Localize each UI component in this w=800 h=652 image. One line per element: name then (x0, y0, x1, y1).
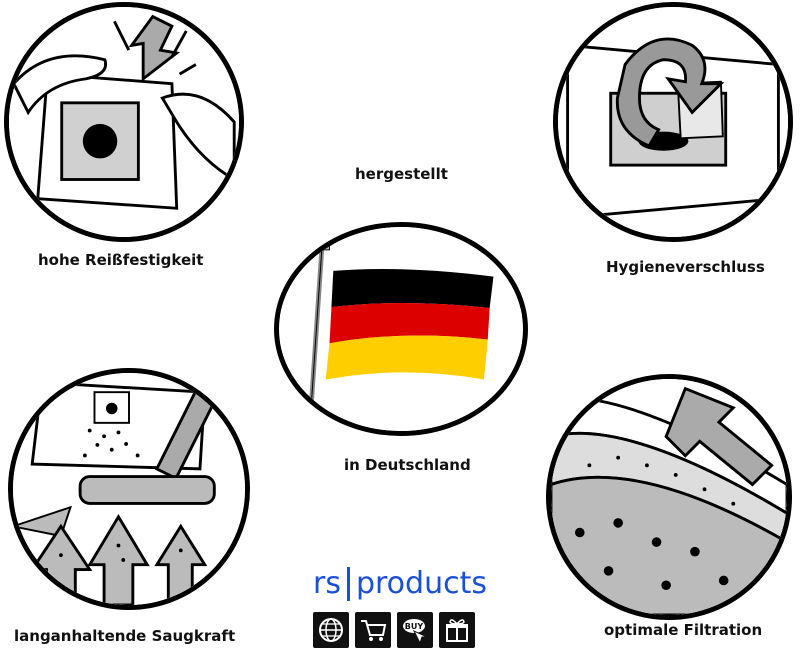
cart-icon[interactable] (355, 612, 391, 648)
feature-label-hygiene-closure: Hygieneverschluss (606, 258, 765, 276)
svg-text:BUY: BUY (405, 622, 424, 631)
vacuum-icon (13, 373, 245, 605)
feature-label-filtration: optimale Filtration (604, 621, 763, 639)
filtration-illustration (546, 374, 792, 620)
hygiene-closure-illustration (553, 2, 793, 242)
logo-rs: rs (313, 566, 341, 601)
feature-label-tear-resistance: hohe Reißfestigkeit (38, 251, 204, 269)
logo-separator (346, 567, 350, 601)
shop-icon-row: BUY (313, 612, 475, 650)
suction-power-illustration (8, 368, 250, 610)
gift-icon[interactable] (439, 612, 475, 648)
made-in-label-line1: hergestellt (355, 165, 448, 183)
tear-resistance-illustration (4, 2, 244, 242)
flag-icon (279, 227, 523, 431)
closure-icon (558, 7, 788, 237)
german-flag-illustration (274, 222, 528, 436)
globe-icon[interactable] (313, 612, 349, 648)
filter-layers-icon (551, 379, 787, 615)
buy-icon[interactable]: BUY (397, 612, 433, 648)
logo-products: products (355, 566, 487, 601)
rs-products-logo: rs products (310, 566, 490, 602)
made-in-label-line2: in Deutschland (344, 456, 471, 474)
feature-label-suction-power: langanhaltende Saugkraft (14, 627, 236, 645)
tear-bag-icon (9, 7, 239, 237)
